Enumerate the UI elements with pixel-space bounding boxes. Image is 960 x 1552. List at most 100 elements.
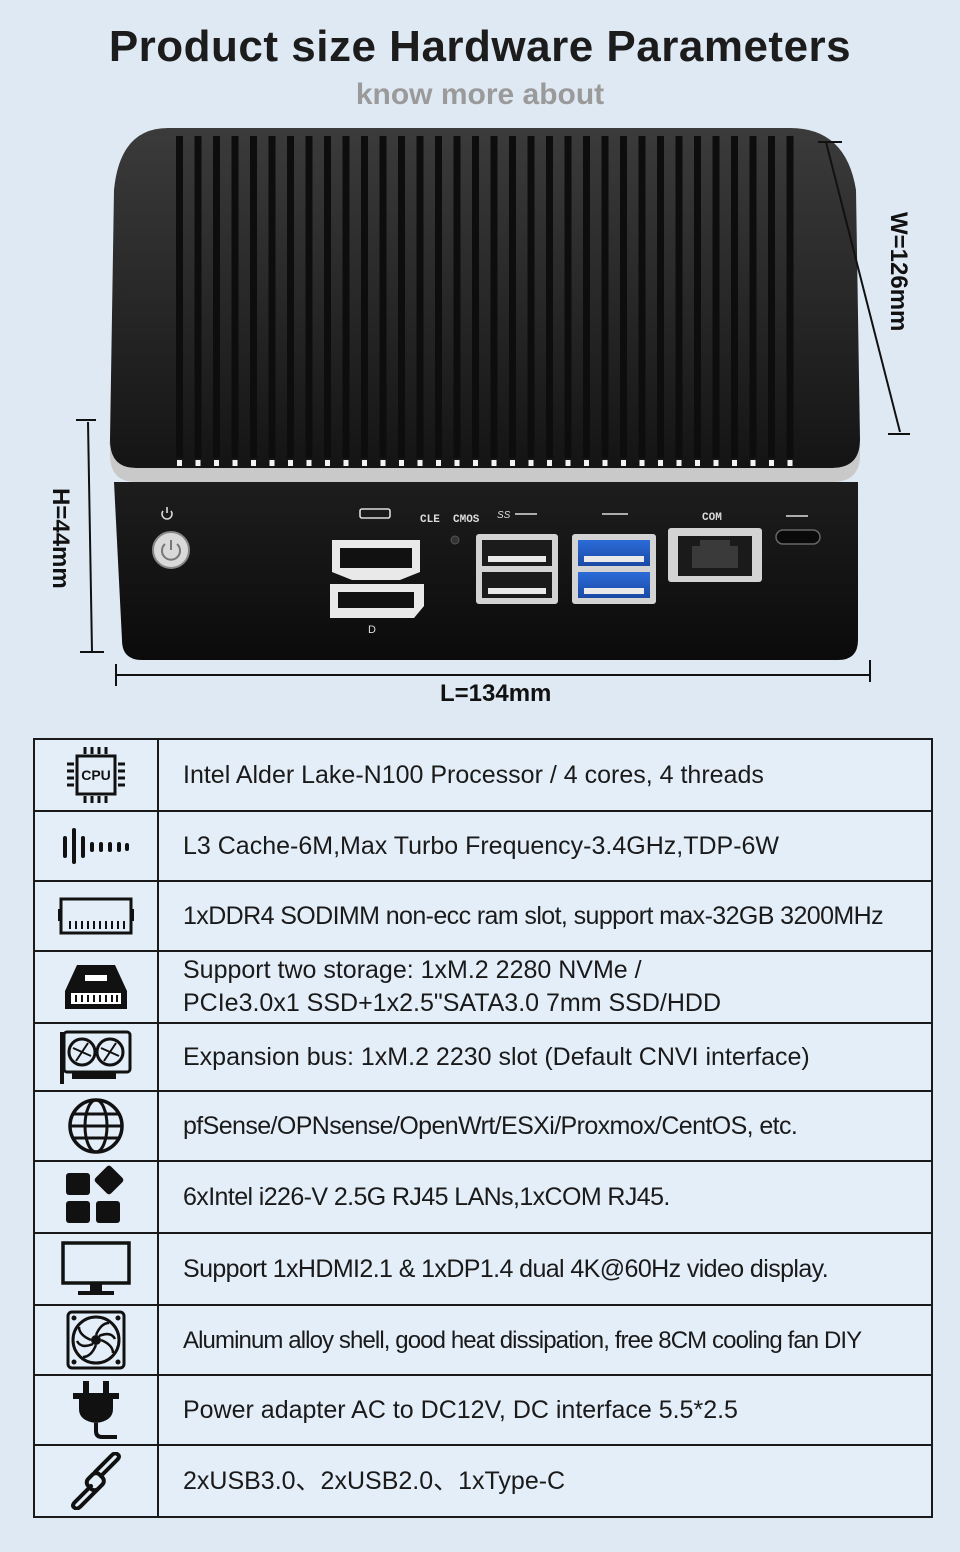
heatsink-fin — [675, 136, 683, 458]
width-dimension-label: W=126mm — [885, 212, 912, 332]
apps-icon — [66, 1165, 124, 1223]
heatsink-fin — [527, 136, 535, 458]
heatsink-vent — [676, 460, 682, 466]
page-title: Product size Hardware Parameters — [108, 22, 852, 71]
heatsink-vent — [232, 460, 238, 466]
heatsink-fin — [213, 136, 220, 458]
expansion-card-icon — [60, 1030, 132, 1084]
heatsink-vent — [750, 460, 756, 466]
spec-text: 2xUSB3.0、2xUSB2.0、1xType-C — [183, 1466, 566, 1495]
heatsink-vent — [584, 460, 589, 466]
heatsink-vent — [602, 460, 608, 466]
cmos-label: CMOS — [453, 514, 480, 526]
heatsink-vent — [343, 460, 349, 466]
cle-label: CLE — [420, 514, 440, 526]
spec-text: 6xIntel i226-V 2.5G RJ45 LANs,1xCOM RJ45… — [183, 1182, 670, 1211]
heatsink-fin — [620, 136, 627, 458]
monitor-icon — [61, 1241, 131, 1295]
heatsink-fin — [268, 136, 276, 458]
table-row: L3 Cache-6M,Max Turbo Frequency-3.4GHz,T… — [35, 812, 931, 882]
spec-text: Expansion bus: 1xM.2 2230 slot (Default … — [183, 1042, 810, 1071]
spec-text-line2: PCIe3.0x1 SSD+1x2.5"SATA3.0 7mm SSD/HDD — [183, 989, 722, 1017]
heatsink-fin — [250, 136, 257, 458]
ss-label: SS — [497, 510, 511, 521]
heatsink-fin — [231, 136, 239, 458]
heatsink-fin — [768, 136, 775, 458]
heatsink-vent — [436, 460, 441, 466]
heatsink-vent — [658, 460, 663, 466]
heatsink-vent — [177, 460, 182, 466]
length-dimension-label: L=134mm — [440, 680, 552, 707]
heatsink-vent — [695, 460, 700, 466]
heatsink-vent — [713, 460, 719, 466]
heatsink-fin — [472, 136, 479, 458]
heatsink-vent — [565, 460, 571, 466]
heatsink-vent — [491, 460, 497, 466]
heatsink-vent — [306, 460, 312, 466]
heatsink-vent — [528, 460, 534, 466]
ram-icon — [58, 897, 134, 935]
table-row: Expansion bus: 1xM.2 2230 slot (Default … — [35, 1024, 931, 1092]
heatsink-vent — [380, 460, 386, 466]
dp-label: D — [368, 624, 376, 636]
heatsink-vent — [362, 460, 367, 466]
heatsink-vent — [787, 460, 793, 466]
table-row: 6xIntel i226-V 2.5G RJ45 LANs,1xCOM RJ45… — [35, 1162, 931, 1234]
cpu-icon-text: CPU — [81, 767, 111, 783]
heatsink-vent — [473, 460, 478, 466]
heatsink-vent — [621, 460, 626, 466]
com-rj45-port: COM — [668, 512, 762, 582]
heatsink-vent — [399, 460, 404, 466]
power-button-icon — [152, 507, 190, 569]
table-row: Aluminum alloy shell, good heat dissipat… — [35, 1306, 931, 1376]
fan-icon — [66, 1310, 126, 1370]
mini-pc-illustration: D CLE CMOS SS COM — [76, 128, 910, 686]
table-row: pfSense/OPNsense/OpenWrt/ESXi/Proxmox/Ce… — [35, 1092, 931, 1162]
spec-table: CPU Intel Alder Lake-N100 Processor / 4 … — [33, 738, 933, 1518]
heatsink-fin — [176, 136, 183, 458]
heatsink-vent — [251, 460, 256, 466]
page-subtitle: know more about — [355, 78, 605, 111]
table-row: Support 1xHDMI2.1 & 1xDP1.4 dual 4K@60Hz… — [35, 1234, 931, 1306]
table-row: CPU Intel Alder Lake-N100 Processor / 4 … — [35, 740, 931, 812]
heatsink-fin — [546, 136, 553, 458]
type-c-port — [775, 515, 821, 545]
heatsink-vent — [454, 460, 460, 466]
heatsink-fin — [194, 136, 202, 458]
table-row: Power adapter AC to DC12V, DC interface … — [35, 1376, 931, 1446]
heatsink-vent — [325, 460, 330, 466]
heatsink-fin — [305, 136, 313, 458]
heatsink-fin — [435, 136, 442, 458]
spec-text: Power adapter AC to DC12V, DC interface … — [183, 1395, 738, 1424]
spec-text: pfSense/OPNsense/OpenWrt/ESXi/Proxmox/Ce… — [183, 1111, 798, 1140]
heatsink-vent — [214, 460, 219, 466]
spec-text: Intel Alder Lake-N100 Processor / 4 core… — [183, 760, 764, 789]
link-icon — [71, 1452, 121, 1510]
heatsink-fin — [564, 136, 572, 458]
usb2-ports: SS — [476, 510, 558, 604]
height-dimension-label: H=44mm — [47, 488, 74, 589]
usb3-ports — [572, 513, 656, 604]
heatsink-fin — [379, 136, 387, 458]
spec-text: Support 1xHDMI2.1 & 1xDP1.4 dual 4K@60Hz… — [183, 1254, 829, 1283]
frequency-icon — [63, 828, 129, 864]
heatsink-fin — [712, 136, 720, 458]
spec-text: L3 Cache-6M,Max Turbo Frequency-3.4GHz,T… — [183, 831, 780, 860]
table-row: Support two storage: 1xM.2 2280 NVMe / P… — [35, 952, 931, 1024]
heatsink-fin — [287, 136, 294, 458]
heatsink-fin — [694, 136, 701, 458]
heatsink-vent — [195, 460, 201, 466]
heatsink-vent — [288, 460, 293, 466]
storage-icon — [65, 965, 127, 1009]
heatsink-fin — [731, 136, 738, 458]
heatsink-vent — [769, 460, 774, 466]
spec-text: 1xDDR4 SODIMM non-ecc ram slot, support … — [183, 901, 884, 930]
heatsink-fin — [601, 136, 609, 458]
heatsink-fin — [490, 136, 498, 458]
heatsink-fin — [361, 136, 368, 458]
heatsink-vent — [417, 460, 423, 466]
heatsink-fin — [509, 136, 516, 458]
heatsink-vent — [547, 460, 552, 466]
dimension-lines — [76, 141, 910, 686]
heatsink-fin — [583, 136, 590, 458]
